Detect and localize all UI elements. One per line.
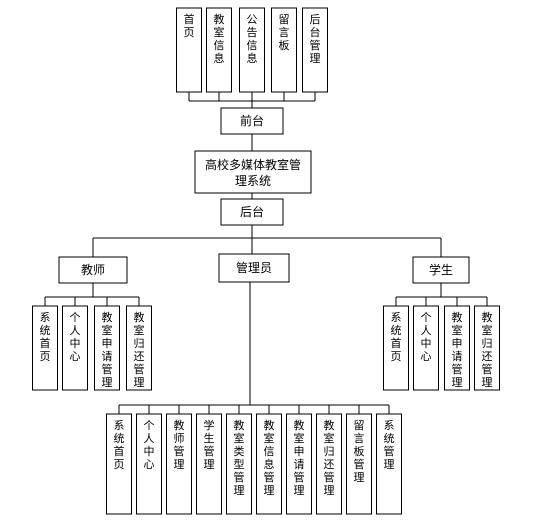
student-module-box-label: 教室归还管理 xyxy=(482,311,493,389)
admin-role-box xyxy=(218,253,290,283)
student-module-box-label: 个人中心 xyxy=(421,311,432,363)
admin-module-box-label: 个人中心 xyxy=(144,419,155,471)
frontend-box-label: 前台 xyxy=(240,113,264,128)
admin-module-box xyxy=(346,413,372,515)
admin-module-box xyxy=(106,413,132,515)
admin-module-box xyxy=(166,413,192,515)
student-module-box-label: 系统首页 xyxy=(391,311,402,363)
teacher-module-box xyxy=(62,305,88,391)
admin-module-box xyxy=(316,413,342,515)
front-module-box xyxy=(302,7,328,93)
student-role-box xyxy=(412,256,470,284)
teacher-role-box xyxy=(58,256,128,284)
teacher-module-box xyxy=(32,305,58,391)
teacher-module-box-label: 系统首页 xyxy=(40,311,51,363)
backend-box xyxy=(220,198,284,226)
teacher-module-box xyxy=(94,305,120,391)
admin-module-box-label: 教室申请管理 xyxy=(294,419,305,497)
student-module-box xyxy=(383,305,409,391)
admin-module-box-label: 教室归还管理 xyxy=(324,419,335,497)
system-root-label-line2: 理系统 xyxy=(235,174,271,188)
system-root-label-line1: 高校多媒体教室管 xyxy=(205,157,301,172)
teacher-module-box-label: 教室申请管理 xyxy=(102,311,113,389)
teacher-role-box-label: 教师 xyxy=(81,262,105,277)
front-module-box-label: 公告信息 xyxy=(247,13,258,65)
admin-module-box xyxy=(136,413,162,515)
front-module-box-label: 留言板 xyxy=(279,13,290,52)
front-module-box xyxy=(239,7,265,93)
admin-module-box xyxy=(196,413,222,515)
admin-module-box-label: 留言板管理 xyxy=(354,419,365,484)
admin-role-box-label: 管理员 xyxy=(236,260,272,275)
admin-module-box-label: 教室信息管理 xyxy=(264,419,275,497)
system-root-box xyxy=(194,150,312,194)
admin-module-box xyxy=(376,413,402,515)
backend-box-label: 后台 xyxy=(240,204,264,219)
student-module-box xyxy=(444,305,470,391)
front-module-box xyxy=(176,7,202,93)
admin-module-box xyxy=(256,413,282,515)
admin-module-box-label: 教师管理 xyxy=(174,419,185,471)
frontend-box xyxy=(220,107,284,135)
student-module-box-label: 教室申请管理 xyxy=(452,311,463,389)
student-role-box-label: 学生 xyxy=(429,262,453,277)
front-module-box xyxy=(206,7,232,93)
admin-module-box xyxy=(286,413,312,515)
admin-module-box-label: 学生管理 xyxy=(204,418,215,471)
admin-module-box xyxy=(226,413,252,515)
teacher-module-box-label: 个人中心 xyxy=(70,311,81,363)
student-module-box xyxy=(474,305,500,391)
front-module-box-label: 后台管理 xyxy=(310,13,321,65)
teacher-module-box xyxy=(126,305,152,391)
front-module-box-label: 教室信息 xyxy=(214,13,225,65)
admin-module-box-label: 系统首页 xyxy=(114,419,125,471)
front-module-box-label: 首页 xyxy=(184,12,195,39)
admin-module-box-label: 教室类型管理 xyxy=(234,419,245,497)
student-module-box xyxy=(413,305,439,391)
admin-module-box-label: 系统管理 xyxy=(384,419,395,471)
teacher-module-box-label: 教室归还管理 xyxy=(134,311,145,389)
